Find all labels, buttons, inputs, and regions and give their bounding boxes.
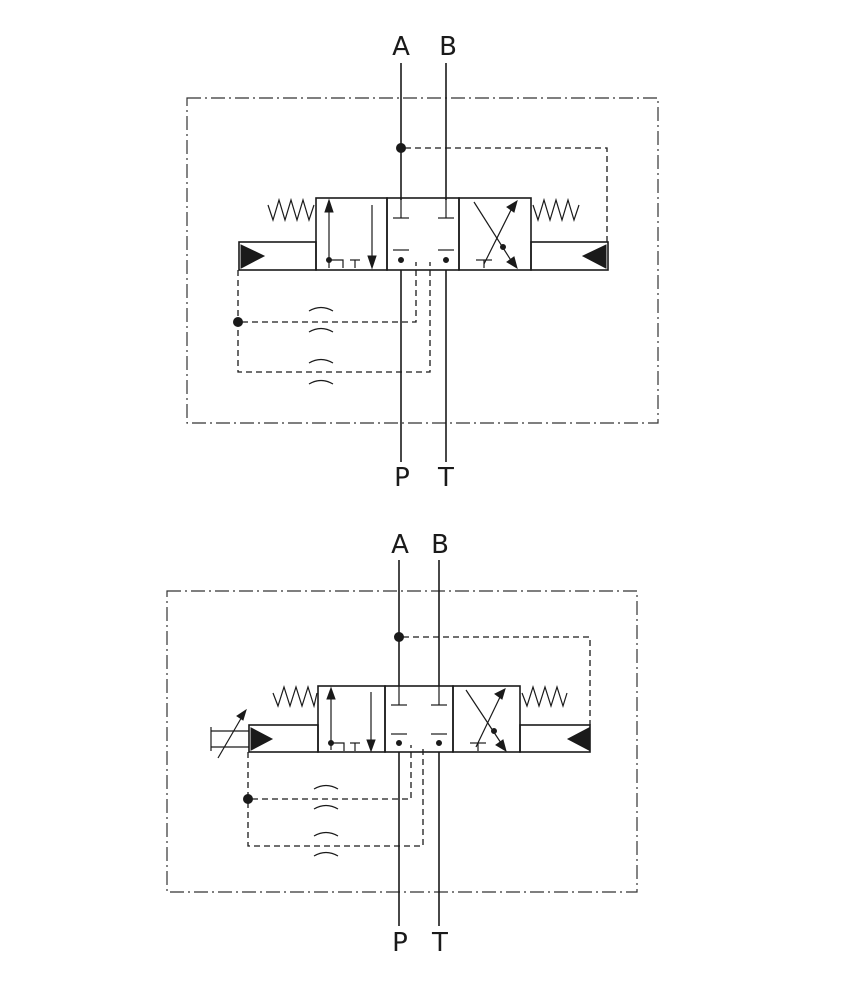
junction-dot: [394, 632, 404, 642]
valve-diagram-bottom: A B P T: [166, 530, 638, 958]
solenoid-left: [238, 241, 317, 271]
arrow-up-icon: [324, 198, 334, 213]
spring-right-icon: [532, 197, 580, 223]
solenoid-left: [248, 724, 319, 753]
pilot-loop: [237, 262, 431, 373]
solenoid-left-icon: [250, 727, 274, 751]
arrow-up-icon: [326, 686, 336, 700]
orifice-icon: [313, 784, 339, 810]
port-a-label: A: [391, 530, 409, 560]
port-b-label: B: [439, 32, 457, 62]
port-p-label: P: [392, 928, 408, 958]
pilot-line: [242, 262, 417, 323]
solenoid-right: [530, 241, 609, 271]
solenoid-left-icon: [240, 244, 266, 269]
port-p-label: P: [394, 463, 410, 493]
pilot-line-right: [403, 636, 591, 725]
orifice-icon: [313, 831, 339, 857]
junction-dot: [396, 143, 406, 153]
spring-right-icon: [521, 685, 568, 709]
solenoid-right-icon: [581, 244, 607, 269]
pilot-line-right: [405, 147, 608, 242]
spool-box-center: [384, 685, 454, 753]
cross-arrow-icon: [506, 256, 518, 270]
port-a-label: A: [392, 32, 410, 62]
orifice-icon: [308, 358, 334, 385]
spool-box-right: [458, 197, 532, 271]
valve-diagram-top: A B P T: [186, 32, 659, 493]
port-b-label: B: [431, 530, 449, 560]
arrow-down-icon: [366, 739, 376, 753]
port-t-label: T: [437, 463, 454, 493]
pilot-loop: [247, 745, 424, 847]
spool-box-right: [452, 685, 521, 753]
arrow-down-icon: [367, 255, 377, 270]
valve-spool: [315, 197, 532, 271]
enclosure-boundary: [186, 97, 659, 424]
valve-spool: [317, 685, 521, 753]
spring-left-icon: [267, 197, 315, 223]
pilot-line: [252, 745, 412, 800]
cross-arrow-icon: [506, 199, 518, 213]
cross-arrow-icon: [495, 739, 507, 753]
solenoid-right: [519, 724, 591, 753]
manual-override-icon: [210, 708, 249, 759]
port-t-label: T: [431, 928, 448, 958]
solenoid-right-icon: [566, 727, 590, 751]
cross-arrow-icon: [494, 688, 506, 700]
enclosure-boundary: [166, 590, 638, 893]
orifice-icon: [308, 306, 334, 333]
spring-left-icon: [272, 685, 318, 709]
